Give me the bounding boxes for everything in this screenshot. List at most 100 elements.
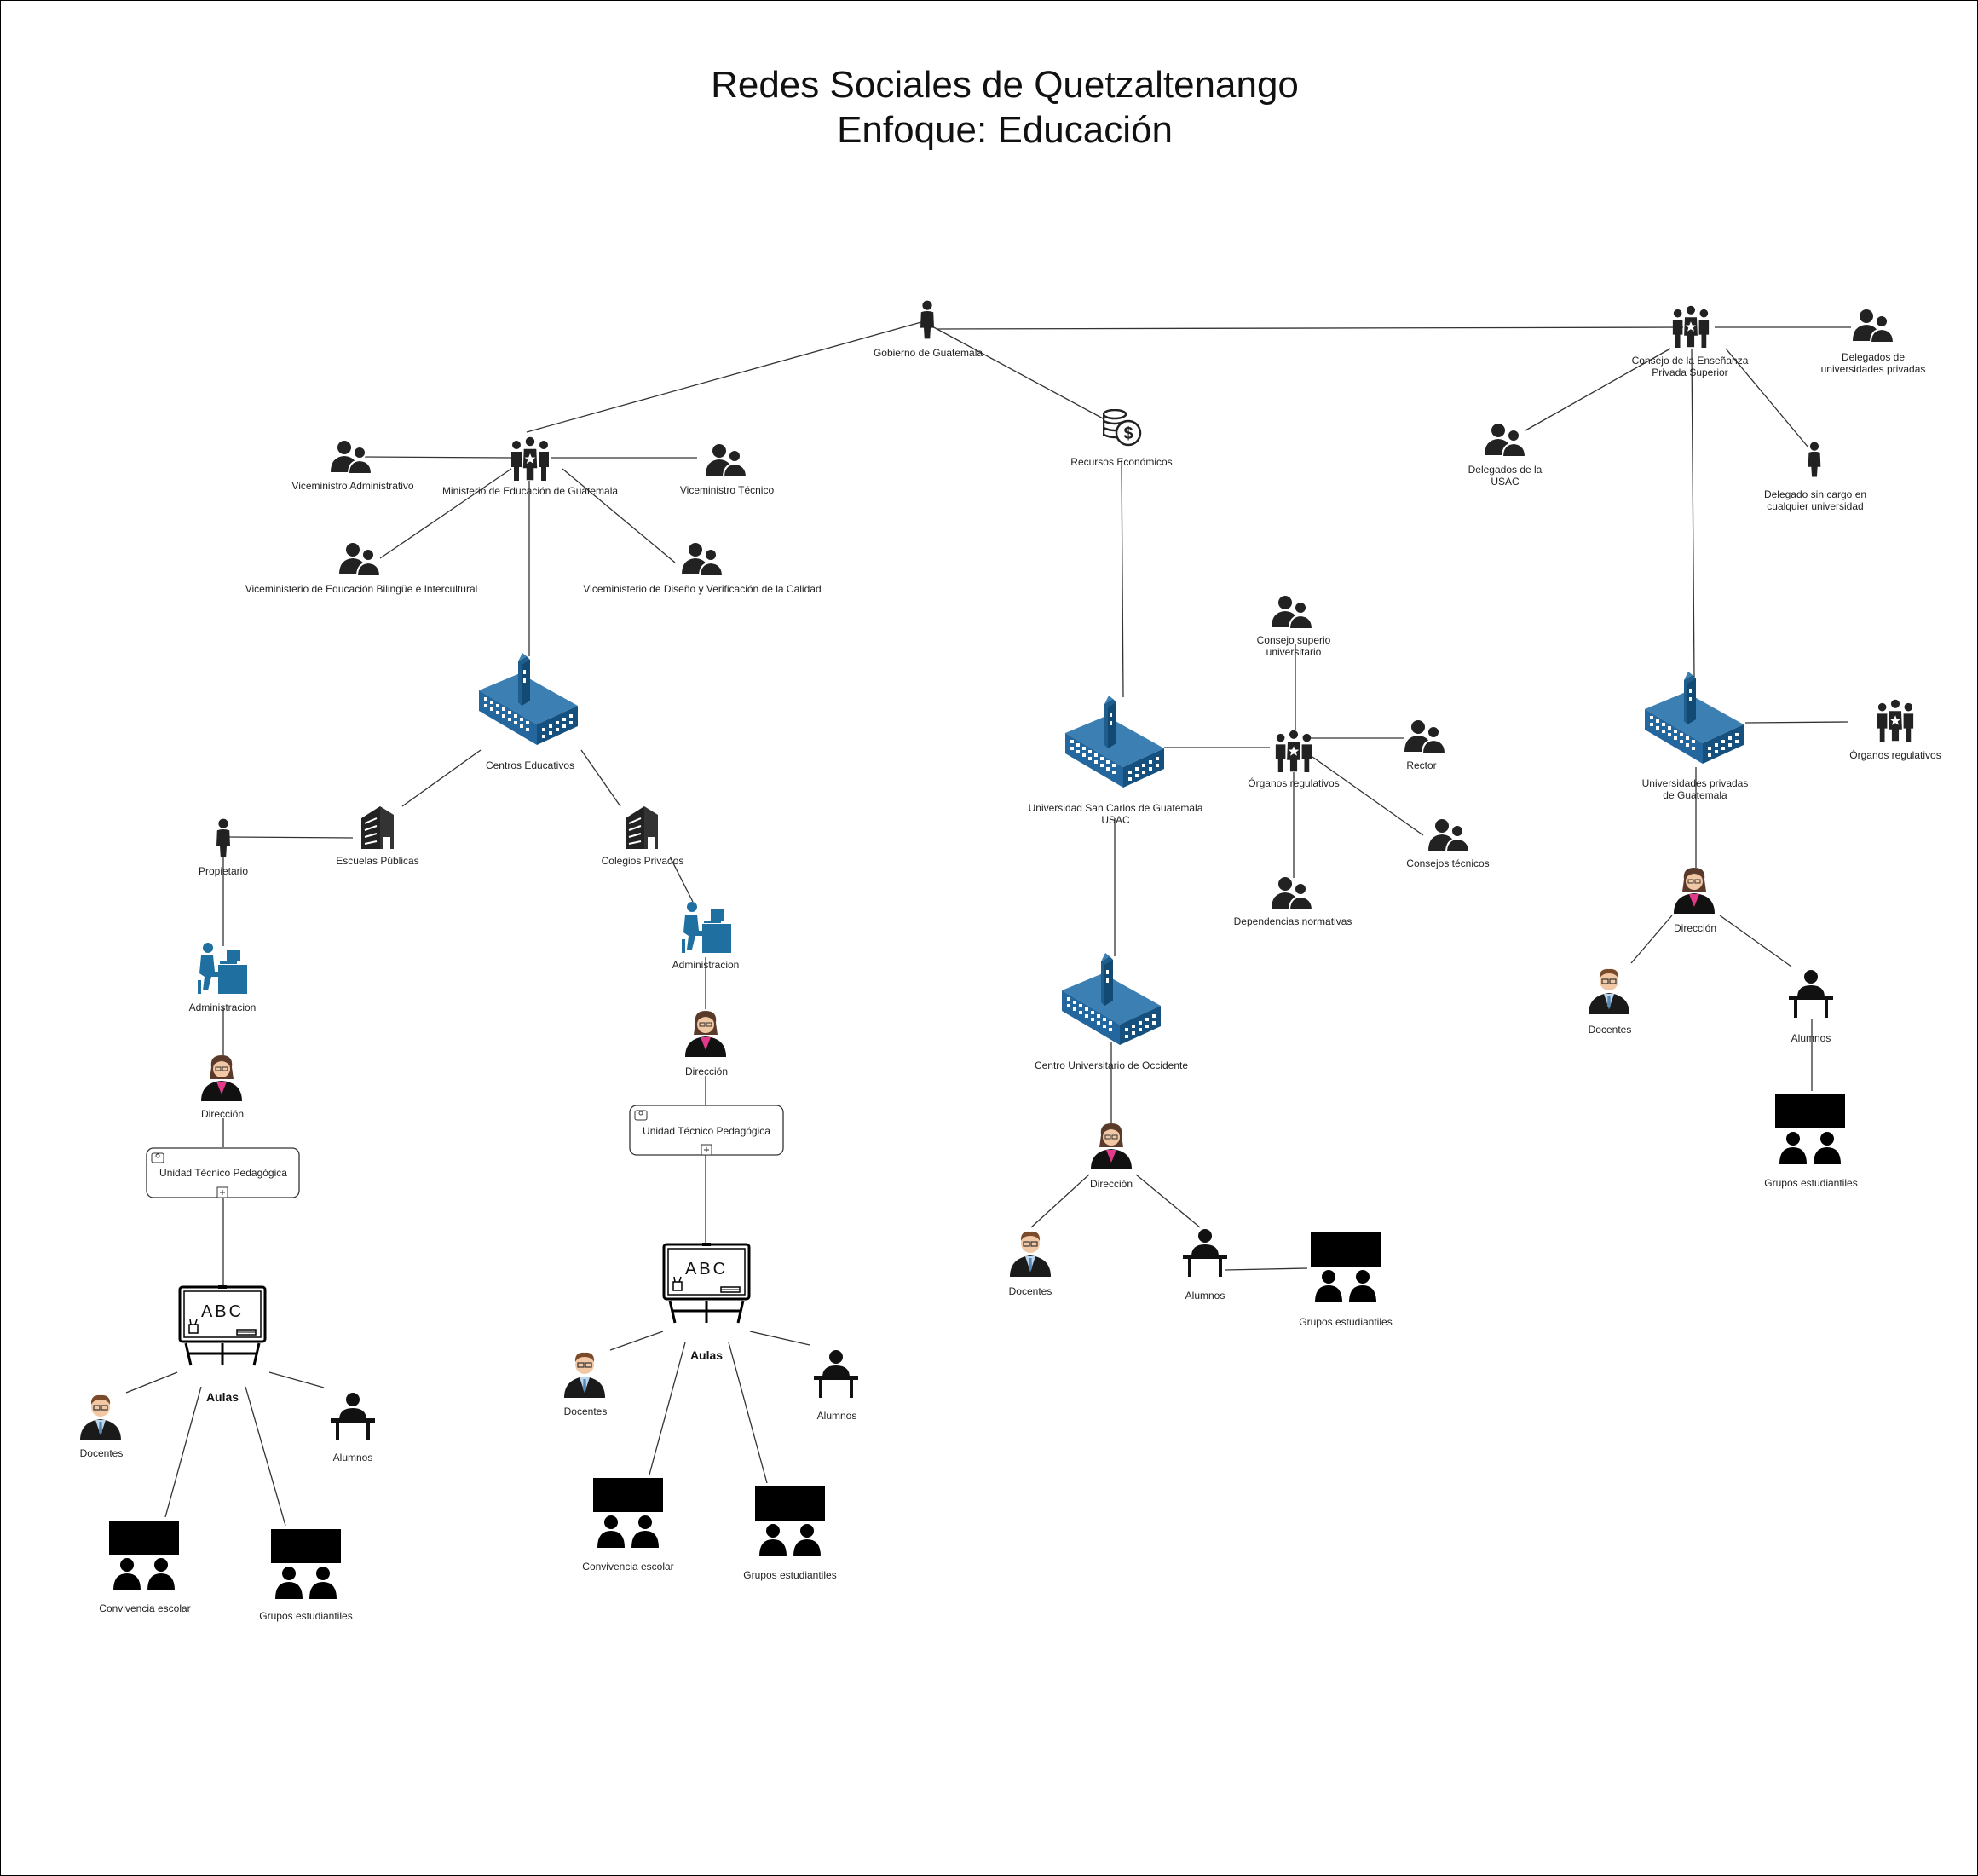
administracion-left-admin-icon xyxy=(198,943,247,994)
alumnos-left-student-icon xyxy=(331,1393,375,1440)
label-consejo-sup-1: Consejo superio xyxy=(1257,634,1331,646)
usac-building-icon xyxy=(1065,696,1164,788)
label-alumnos-mid: Alumnos xyxy=(817,1410,857,1422)
label-recursos: Recursos Económicos xyxy=(1070,456,1172,468)
rector-people-icon xyxy=(1404,719,1446,753)
diagram-title-line2: Enfoque: Educación xyxy=(837,109,1173,151)
vice-tecnico-people-icon xyxy=(705,443,747,477)
user-task-icon xyxy=(634,1110,648,1121)
expand-marker-icon[interactable] xyxy=(701,1144,712,1156)
label-delegados-privadas-2: universidades privadas xyxy=(1821,363,1926,375)
consejos-tecnicos-people-icon xyxy=(1427,818,1470,852)
dependencias-people-icon xyxy=(1271,876,1313,910)
diagram-title-line1: Redes Sociales de Quetzaltenango xyxy=(711,64,1299,106)
convivencia-mid-group-icon xyxy=(593,1478,663,1548)
label-docentes-usac: Docentes xyxy=(1009,1285,1052,1297)
label-aulas-left: Aulas xyxy=(206,1390,239,1404)
label-grupos-usac: Grupos estudiantiles xyxy=(1299,1316,1392,1328)
label-utp-mid: Unidad Técnico Pedagógica xyxy=(643,1125,770,1137)
escuelas-office-icon xyxy=(360,806,395,849)
label-convivencia-mid: Convivencia escolar xyxy=(582,1561,673,1573)
label-organos-privadas: Órganos regulativos xyxy=(1849,748,1941,761)
label-consejo-ensenanza-2: Privada Superior xyxy=(1652,367,1727,378)
vice-bilingue-people-icon xyxy=(338,542,381,576)
label-utp-left: Unidad Técnico Pedagógica xyxy=(159,1167,287,1179)
label-ministerio: Ministerio de Educación de Guatemala xyxy=(442,485,618,497)
label-grupos-left: Grupos estudiantiles xyxy=(259,1610,352,1622)
label-usac-1: Universidad San Carlos de Guatemala xyxy=(1029,802,1203,814)
label-grupos-mid: Grupos estudiantiles xyxy=(743,1569,836,1581)
consejo-superior-people-icon xyxy=(1271,595,1313,629)
label-vice-bilingue: Viceministerio de Educación Bilingüe e I… xyxy=(245,583,478,595)
label-direccion-privadas: Dirección xyxy=(1674,922,1716,934)
label-alumnos-privadas: Alumnos xyxy=(1791,1032,1831,1044)
docentes-left-teacher-icon xyxy=(79,1394,122,1440)
label-direccion-mid: Dirección xyxy=(685,1065,728,1077)
consejo-ensenanza-group-icon xyxy=(1672,305,1710,348)
organos-privadas-group-icon xyxy=(1877,699,1914,742)
label-docentes-mid: Docentes xyxy=(564,1406,608,1417)
label-centros: Centros Educativos xyxy=(486,759,574,771)
label-delegados-usac-2: USAC xyxy=(1491,476,1520,488)
gobierno-person-icon xyxy=(920,300,934,339)
utp-left-box[interactable]: Unidad Técnico Pedagógica xyxy=(146,1147,300,1198)
label-dependencias: Dependencias normativas xyxy=(1234,915,1352,927)
board-text-mid: ABC xyxy=(685,1260,728,1279)
label-escuelas: Escuelas Públicas xyxy=(336,855,418,867)
delegado-sin-cargo-person-icon xyxy=(1808,442,1821,477)
docentes-privadas-teacher-icon xyxy=(1588,968,1630,1014)
label-vice-admin: Viceministro Administrativo xyxy=(291,480,413,492)
docentes-mid-teacher-icon xyxy=(563,1352,606,1398)
direccion-usac-woman-icon xyxy=(1090,1123,1133,1169)
alumnos-privadas-student-icon xyxy=(1789,970,1833,1018)
label-direccion-left: Dirección xyxy=(201,1108,244,1120)
label-cunoc: Centro Universitario de Occidente xyxy=(1035,1059,1188,1071)
expand-marker-icon[interactable] xyxy=(216,1186,228,1198)
delegados-privadas-people-icon xyxy=(1852,309,1894,343)
label-vice-tecnico: Viceministro Técnico xyxy=(680,484,775,496)
label-rector: Rector xyxy=(1406,759,1436,771)
grupos-mid-group-icon xyxy=(755,1486,825,1556)
edges xyxy=(125,320,1851,1527)
label-grupos-privadas: Grupos estudiantiles xyxy=(1764,1177,1857,1189)
label-organos-usac: Órganos regulativos xyxy=(1248,776,1339,789)
label-consejo-ensenanza-1: Consejo de la Enseñanza xyxy=(1632,355,1749,367)
label-colegios: Colegios Privados xyxy=(602,855,684,867)
utp-mid-box[interactable]: Unidad Técnico Pedagógica xyxy=(629,1105,784,1156)
grupos-usac-group-icon xyxy=(1311,1232,1381,1302)
grupos-left-group-icon xyxy=(271,1529,341,1599)
user-task-icon xyxy=(151,1152,164,1163)
label-alumnos-usac: Alumnos xyxy=(1185,1290,1225,1302)
label-convivencia-left: Convivencia escolar xyxy=(99,1602,190,1614)
convivencia-left-group-icon xyxy=(109,1521,179,1590)
label-vice-diseno: Viceministerio de Diseño y Verificación … xyxy=(583,583,821,595)
propietario-person-icon xyxy=(216,818,230,857)
label-univ-privadas-1: Universidades privadas xyxy=(1642,777,1749,789)
label-administracion-left: Administracion xyxy=(189,1001,257,1013)
money-icon xyxy=(1103,409,1142,447)
ministerio-group-icon xyxy=(510,436,550,481)
label-alumnos-left: Alumnos xyxy=(333,1452,373,1463)
alumnos-mid-student-icon xyxy=(814,1350,858,1398)
vice-diseno-people-icon xyxy=(681,542,724,576)
label-aulas-mid: Aulas xyxy=(690,1348,723,1362)
label-usac-2: USAC xyxy=(1101,814,1130,826)
direccion-mid-woman-icon xyxy=(684,1010,727,1057)
docentes-usac-teacher-icon xyxy=(1009,1231,1052,1277)
board-text-left: ABC xyxy=(201,1302,244,1321)
label-consejos-tec: Consejos técnicos xyxy=(1406,857,1489,869)
label-administracion-mid: Administracion xyxy=(672,959,740,971)
grupos-privadas-group-icon xyxy=(1775,1094,1845,1164)
direccion-privadas-woman-icon xyxy=(1673,867,1716,914)
label-direccion-usac: Dirección xyxy=(1090,1178,1133,1190)
cunoc-building-icon xyxy=(1062,953,1161,1045)
label-univ-privadas-2: de Guatemala xyxy=(1663,789,1727,801)
label-delegados-usac-1: Delegados de la xyxy=(1468,464,1543,476)
organos-usac-group-icon xyxy=(1275,730,1312,772)
alumnos-usac-student-icon xyxy=(1183,1229,1227,1277)
label-delegados-privadas-1: Delegados de xyxy=(1842,351,1905,363)
delegados-usac-people-icon xyxy=(1484,423,1526,457)
univ-privadas-building-icon xyxy=(1645,672,1744,764)
label-propietario: Propietario xyxy=(199,865,248,877)
